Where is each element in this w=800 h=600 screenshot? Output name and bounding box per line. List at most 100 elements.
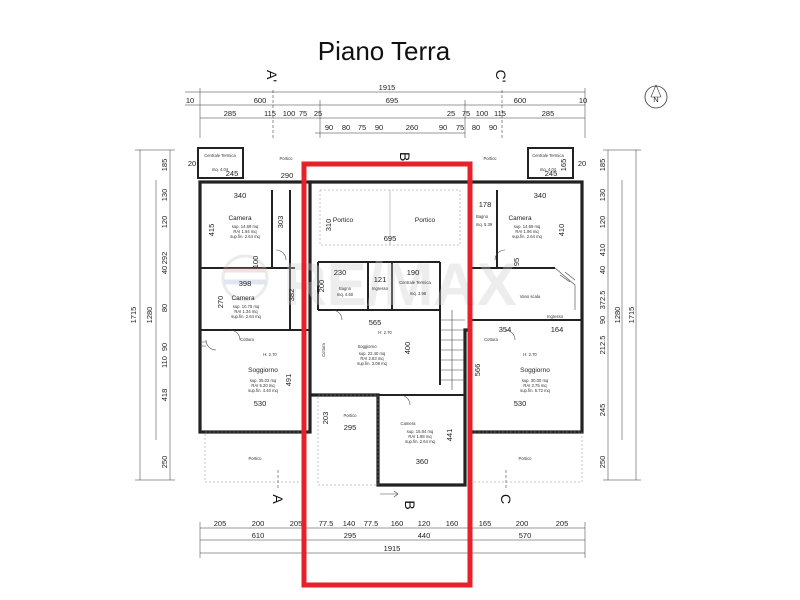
- svg-text:285: 285: [224, 109, 237, 118]
- centrale-termica-center-label: Centrale Termica: [399, 280, 431, 285]
- svg-text:RAI 1.34 mq: RAI 1.34 mq: [234, 309, 258, 314]
- svg-text:120: 120: [418, 519, 431, 528]
- svg-text:RAI 1.98 mq: RAI 1.98 mq: [408, 434, 432, 439]
- svg-text:77.5: 77.5: [319, 519, 334, 528]
- svg-text:695: 695: [386, 96, 399, 105]
- svg-text:40: 40: [598, 266, 607, 274]
- height-left: H: 2.70: [263, 352, 277, 357]
- svg-text:75: 75: [299, 109, 307, 118]
- svg-text:RAI 2.83 mq: RAI 2.83 mq: [360, 356, 384, 361]
- svg-text:360: 360: [416, 457, 429, 466]
- svg-text:75: 75: [462, 109, 470, 118]
- dim-right-side: 20 165 245: [545, 159, 586, 178]
- dim-left-mid: 1280: [145, 307, 154, 324]
- svg-text:441: 441: [445, 429, 454, 442]
- dim-bottom-row1: 205 200 205 77.5 140 77.5 160 120 160 16…: [214, 519, 569, 528]
- svg-text:40: 40: [160, 266, 169, 274]
- svg-text:mq. 4.04: mq. 4.04: [540, 167, 557, 172]
- svg-text:sup.fin. 2.64 mq: sup.fin. 2.64 mq: [230, 234, 260, 239]
- highlight-rectangle: [301, 161, 473, 588]
- dim-top-row2: 10 600 695 600 10: [186, 96, 587, 105]
- svg-text:200: 200: [317, 280, 326, 293]
- dim-top-row3: 285 115 100 75 25 25 75 100 115 285: [224, 109, 555, 118]
- svg-text:340: 340: [234, 191, 247, 200]
- bagno-center-label: Bagno: [339, 286, 352, 291]
- svg-text:sup.fin. 2.64 mq: sup.fin. 2.64 mq: [405, 439, 435, 444]
- svg-text:164: 164: [551, 325, 564, 334]
- height-center: H: 2.70: [378, 330, 392, 335]
- svg-text:77.5: 77.5: [364, 519, 379, 528]
- svg-text:245: 245: [545, 169, 558, 178]
- dim-right-outer: 1715: [627, 307, 636, 324]
- svg-text:mq. 4.04: mq. 4.04: [212, 167, 229, 172]
- svg-text:90: 90: [439, 123, 447, 132]
- svg-text:205: 205: [214, 519, 227, 528]
- portico-center-b-label: Portico: [415, 217, 436, 224]
- svg-text:sup.fin. 2.64 mq: sup.fin. 2.64 mq: [231, 314, 261, 319]
- bottom-dimension-lines: [199, 522, 586, 558]
- centrale-termica-right-label: Centrale Termica: [532, 153, 564, 158]
- height-right: H: 2.70: [523, 352, 537, 357]
- svg-text:80: 80: [342, 123, 350, 132]
- svg-text:25: 25: [447, 109, 455, 118]
- svg-text:491: 491: [284, 374, 293, 387]
- svg-text:185: 185: [160, 159, 169, 172]
- room-labels: Centrale Termica mq. 4.04 Centrale Termi…: [204, 153, 564, 461]
- bagno-right-label: Bagno: [476, 214, 489, 219]
- svg-text:205: 205: [556, 519, 569, 528]
- svg-text:565: 565: [369, 318, 382, 327]
- cottura-left-label: Cottura: [240, 337, 254, 342]
- svg-text:354: 354: [499, 325, 512, 334]
- svg-text:250: 250: [160, 456, 169, 469]
- section-c-bottom: C: [498, 494, 514, 504]
- svg-text:410: 410: [557, 224, 566, 237]
- svg-text:100: 100: [251, 256, 260, 269]
- svg-text:sup. 14.69 mq: sup. 14.69 mq: [232, 224, 259, 229]
- svg-text:RAI 1.96 mq: RAI 1.96 mq: [515, 229, 539, 234]
- centrale-termica-left-label: Centrale Termica: [204, 153, 236, 158]
- svg-text:203: 203: [321, 412, 330, 425]
- dim-left-outer: 1715: [129, 307, 138, 324]
- svg-text:398: 398: [239, 279, 252, 288]
- portico-center-a-label: Portico: [333, 217, 354, 224]
- svg-text:530: 530: [254, 399, 267, 408]
- portico-bottom-left-label: Portico: [248, 456, 262, 461]
- svg-text:530: 530: [514, 399, 527, 408]
- svg-text:165: 165: [479, 519, 492, 528]
- svg-text:80: 80: [472, 123, 480, 132]
- svg-text:20: 20: [578, 159, 586, 168]
- svg-text:sup.fin. 5.72 mq: sup.fin. 5.72 mq: [520, 388, 550, 393]
- svg-text:sup.fin. 3.08 mq: sup.fin. 3.08 mq: [357, 361, 387, 366]
- top-dimension-lines: [185, 88, 586, 138]
- svg-text:90: 90: [325, 123, 333, 132]
- svg-text:600: 600: [254, 96, 267, 105]
- dim-bottom-row2: 610 295 440 570: [252, 531, 532, 540]
- plan-title: Piano Terra: [318, 36, 451, 66]
- section-b-bottom: B: [402, 500, 418, 509]
- svg-text:120: 120: [598, 216, 607, 229]
- right-dimension-lines: [603, 149, 641, 481]
- svg-text:185: 185: [598, 159, 607, 172]
- dim-right-inner: 185 130 120 410 40 372.5 90 212.5 245 25…: [598, 159, 607, 469]
- svg-text:20: 20: [188, 159, 196, 168]
- svg-text:270: 270: [216, 296, 225, 309]
- section-b-top: B': [397, 152, 413, 164]
- plan-walls: [197, 147, 584, 487]
- svg-text:RAI 5.20 mq: RAI 5.20 mq: [251, 383, 275, 388]
- svg-text:695: 695: [384, 234, 397, 243]
- svg-text:610: 610: [252, 531, 265, 540]
- portico-center-bottom-label: Portico: [343, 413, 357, 418]
- svg-text:290: 290: [281, 171, 294, 180]
- svg-text:165: 165: [559, 159, 568, 172]
- svg-text:200: 200: [516, 519, 529, 528]
- svg-text:sup.fin. 2.64 mq: sup.fin. 2.64 mq: [512, 234, 542, 239]
- svg-text:418: 418: [160, 389, 169, 402]
- svg-text:245: 245: [598, 404, 607, 417]
- section-a-bottom: A: [270, 494, 286, 504]
- left-dimension-lines: [135, 149, 175, 481]
- svg-text:415: 415: [207, 224, 216, 237]
- cottura-right-label: Cottura: [484, 337, 498, 342]
- svg-text:25: 25: [314, 109, 322, 118]
- north-label: N: [653, 95, 658, 104]
- svg-text:160: 160: [391, 519, 404, 528]
